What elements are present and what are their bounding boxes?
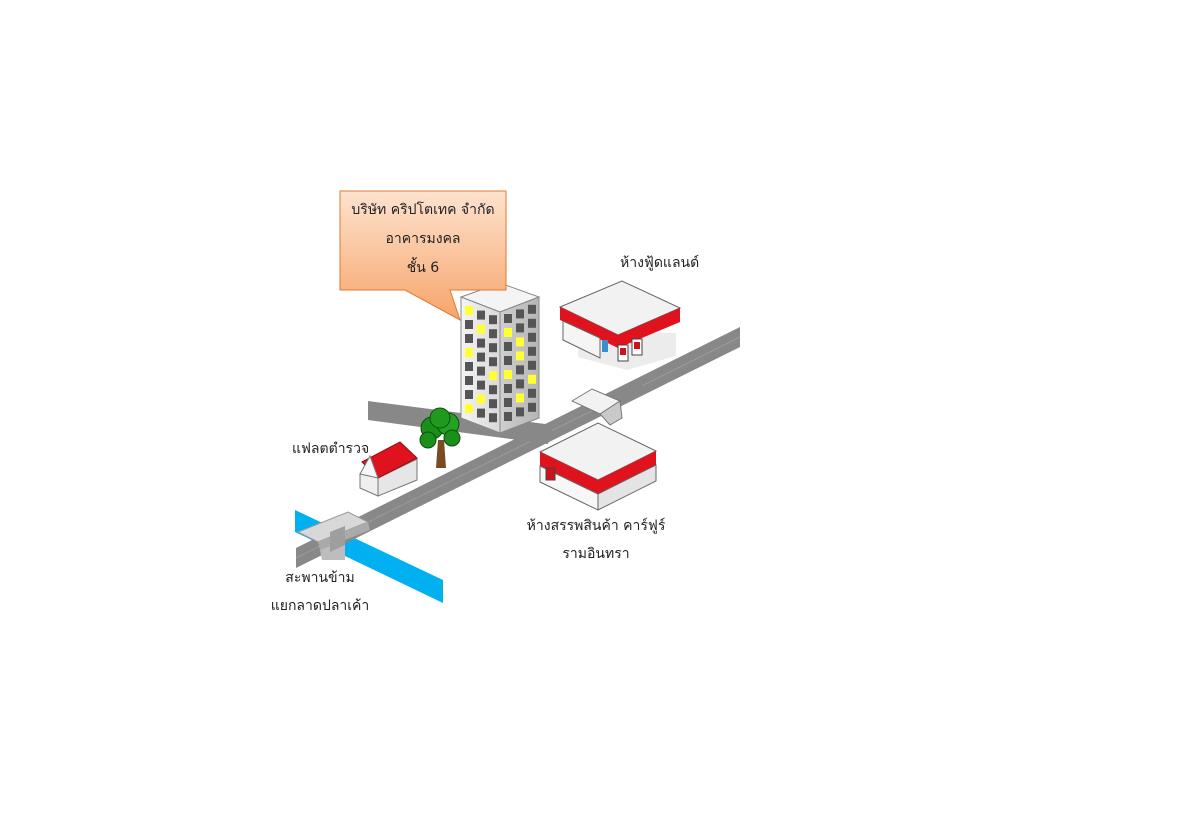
label-carrefour: ห้างสรรพสินค้า คาร์ฟูร์ รามอินทรา bbox=[527, 512, 666, 568]
callout-company: บริษัท คริปโตเทค จำกัด bbox=[351, 202, 495, 218]
label-bridge-line1: สะพานข้าม bbox=[285, 570, 355, 586]
label-police-flat: แฟลตตำรวจ bbox=[292, 441, 370, 457]
tower-window bbox=[465, 334, 473, 343]
tower-window bbox=[528, 374, 536, 384]
callout-box bbox=[339, 190, 507, 322]
tower-window bbox=[489, 329, 497, 339]
tower-window bbox=[477, 408, 485, 418]
callout-building: อาคารมงคล bbox=[385, 231, 461, 247]
tower-window bbox=[489, 357, 497, 367]
tower-window bbox=[528, 318, 536, 328]
tower-window bbox=[465, 348, 473, 357]
tower-window bbox=[516, 379, 524, 389]
callout-floor: ชั้น 6 bbox=[406, 260, 440, 276]
pedestrian-bridge bbox=[570, 388, 623, 426]
tower-window bbox=[504, 314, 512, 323]
office-tower bbox=[459, 282, 541, 434]
tower-window bbox=[477, 380, 485, 390]
tower-window bbox=[504, 412, 512, 421]
tower-window bbox=[465, 362, 473, 371]
tower-window bbox=[528, 332, 536, 342]
carrefour-store bbox=[538, 422, 658, 511]
tower-window bbox=[528, 402, 536, 412]
tower-window bbox=[528, 360, 536, 370]
tower-window bbox=[516, 309, 524, 319]
tower-window bbox=[528, 388, 536, 398]
callout-text: บริษัท คริปโตเทค จำกัด อาคารมงคล ชั้น 6 bbox=[340, 191, 506, 289]
tower-window bbox=[504, 342, 512, 351]
tower-window bbox=[477, 352, 485, 362]
tower-window bbox=[516, 365, 524, 375]
tower-window bbox=[504, 384, 512, 393]
tower-window bbox=[516, 393, 524, 403]
tower-window bbox=[489, 343, 497, 353]
tower-window bbox=[477, 324, 485, 334]
tower-window bbox=[477, 394, 485, 404]
tower-window bbox=[465, 306, 473, 315]
tower-window bbox=[516, 323, 524, 333]
tower-window bbox=[489, 385, 497, 395]
tower-window bbox=[465, 404, 473, 413]
tower-window bbox=[504, 398, 512, 407]
tower-window bbox=[465, 390, 473, 399]
police-flat-house bbox=[359, 441, 418, 497]
tower-window bbox=[504, 356, 512, 365]
tower-window bbox=[489, 399, 497, 409]
tower-window bbox=[465, 320, 473, 329]
tower-window bbox=[489, 371, 497, 381]
tower-window bbox=[477, 366, 485, 376]
tower-window bbox=[516, 351, 524, 361]
tower-window bbox=[516, 337, 524, 347]
tree bbox=[419, 407, 461, 468]
overpass-bridge bbox=[296, 511, 370, 560]
label-carrefour-line2: รามอินทรา bbox=[562, 546, 630, 562]
tower-window bbox=[504, 328, 512, 337]
label-bridge-line2: แยกลาดปลาเค้า bbox=[270, 598, 370, 614]
tower-window bbox=[516, 407, 524, 417]
label-bridge: สะพานข้าม แยกลาดปลาเค้า bbox=[271, 564, 370, 620]
side-road bbox=[368, 401, 553, 444]
tower-window bbox=[489, 315, 497, 325]
tower-window bbox=[528, 304, 536, 314]
tower-window bbox=[477, 338, 485, 348]
foodland-store bbox=[558, 280, 682, 370]
label-foodland: ห้างฟู้ดแลนด์ bbox=[620, 255, 700, 271]
tower-window bbox=[528, 346, 536, 356]
tower-window bbox=[504, 370, 512, 379]
tower-window bbox=[477, 310, 485, 320]
tower-window bbox=[489, 413, 497, 423]
label-carrefour-line1: ห้างสรรพสินค้า คาร์ฟูร์ bbox=[526, 518, 666, 534]
tower-window bbox=[465, 376, 473, 385]
